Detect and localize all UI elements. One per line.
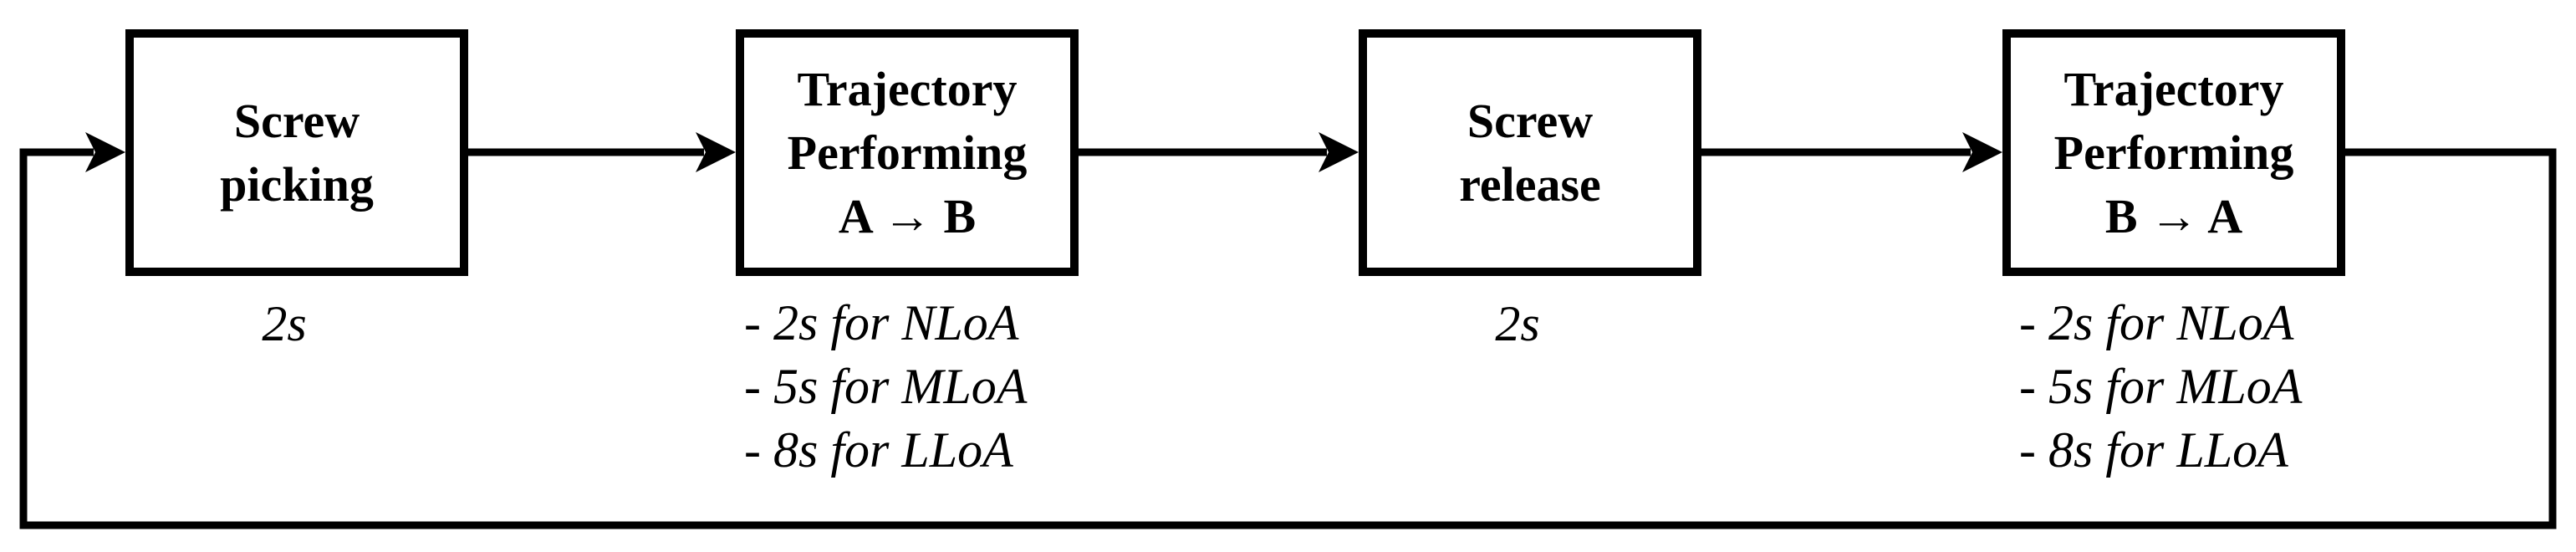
duration-note-screw-release: 2s bbox=[1495, 296, 1540, 351]
box-title-line: B → A bbox=[2104, 188, 2243, 243]
box-title-line: Performing bbox=[2053, 125, 2294, 180]
box-title-line: Trajectory bbox=[2063, 61, 2284, 116]
arrowhead-icon bbox=[696, 132, 736, 172]
arrow-trajectory-ab-to-screw-release bbox=[1079, 132, 1359, 172]
arrow-screw-picking-to-trajectory-ab bbox=[468, 132, 736, 172]
duration-notes-trajectory-a-to-b: - 2s for NLoA - 5s for MLoA - 8s for LLo… bbox=[744, 291, 1027, 482]
duration-note-item: - 2s for NLoA bbox=[744, 295, 1019, 350]
duration-note-item: - 5s for MLoA bbox=[2019, 359, 2303, 414]
box-trajectory-performing-a-to-b: Trajectory Performing A → B bbox=[736, 29, 1079, 276]
duration-note-item: - 2s for NLoA bbox=[2019, 295, 2294, 350]
box-title-line: Screw bbox=[233, 93, 360, 148]
arrowhead-icon bbox=[85, 132, 125, 172]
duration-note-item: - 8s for LLoA bbox=[2019, 422, 2288, 478]
box-title-line: A → B bbox=[838, 188, 977, 243]
box-screw-picking: Screw picking bbox=[125, 29, 468, 276]
feedback-loop-arrow bbox=[19, 132, 2557, 529]
box-title-line: picking bbox=[220, 156, 374, 212]
box-title-line: Trajectory bbox=[797, 61, 1018, 116]
arrowhead-icon bbox=[1962, 132, 2002, 172]
duration-note-item: - 5s for MLoA bbox=[744, 359, 1028, 414]
arrowhead-icon bbox=[1319, 132, 1359, 172]
arrow-screw-release-to-trajectory-ba bbox=[1701, 132, 2002, 172]
duration-note-item: - 8s for LLoA bbox=[744, 422, 1013, 478]
duration-notes-trajectory-b-to-a: - 2s for NLoA - 5s for MLoA - 8s for LLo… bbox=[2019, 291, 2302, 482]
box-title-line: Screw bbox=[1467, 93, 1594, 148]
box-title-line: release bbox=[1459, 156, 1601, 212]
box-screw-release: Screw release bbox=[1359, 29, 1701, 276]
duration-note-screw-picking: 2s bbox=[262, 296, 307, 351]
box-trajectory-performing-b-to-a: Trajectory Performing B → A bbox=[2002, 29, 2345, 276]
box-title-line: Performing bbox=[787, 125, 1028, 180]
